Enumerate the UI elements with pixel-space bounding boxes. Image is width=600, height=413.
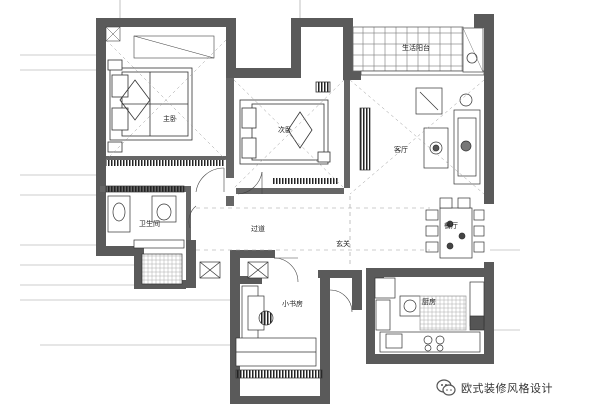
exterior-walls [96,14,494,404]
label-entrance: 玄关 [336,239,350,248]
master-bed [107,59,193,153]
master-curtain [106,160,224,166]
second-bedroom-curtain [272,178,338,184]
label-corridor: 过道 [251,224,265,233]
bathroom-fixtures [105,185,185,285]
wechat-icon [436,379,456,396]
label-second-bedroom: 次卧 [278,125,292,134]
label-small-study: 小书房 [282,299,303,308]
kitchen-fixtures [374,277,485,353]
living-room-furniture [359,87,481,185]
label-utility-balcony: 生活阳台 [402,43,430,52]
dimension-lines [20,0,520,346]
master-wardrobe [133,35,215,59]
utility-balcony-floor [352,26,464,72]
label-dining-room: 餐厅 [444,221,458,230]
watermark: 欧式装修风格设计 [436,376,553,400]
label-living-room: 客厅 [394,145,408,154]
label-kitchen: 厨房 [422,297,436,306]
door-swings [188,167,353,313]
dining-furniture [425,197,485,259]
label-master-bedroom: 主卧 [163,114,177,123]
study-furniture [199,261,323,379]
watermark-text: 欧式装修风格设计 [461,382,553,395]
label-bathroom: 卫生间 [139,219,160,228]
corridor-lines [196,196,430,268]
second-bed [239,81,331,165]
balcony-rail [360,70,485,76]
